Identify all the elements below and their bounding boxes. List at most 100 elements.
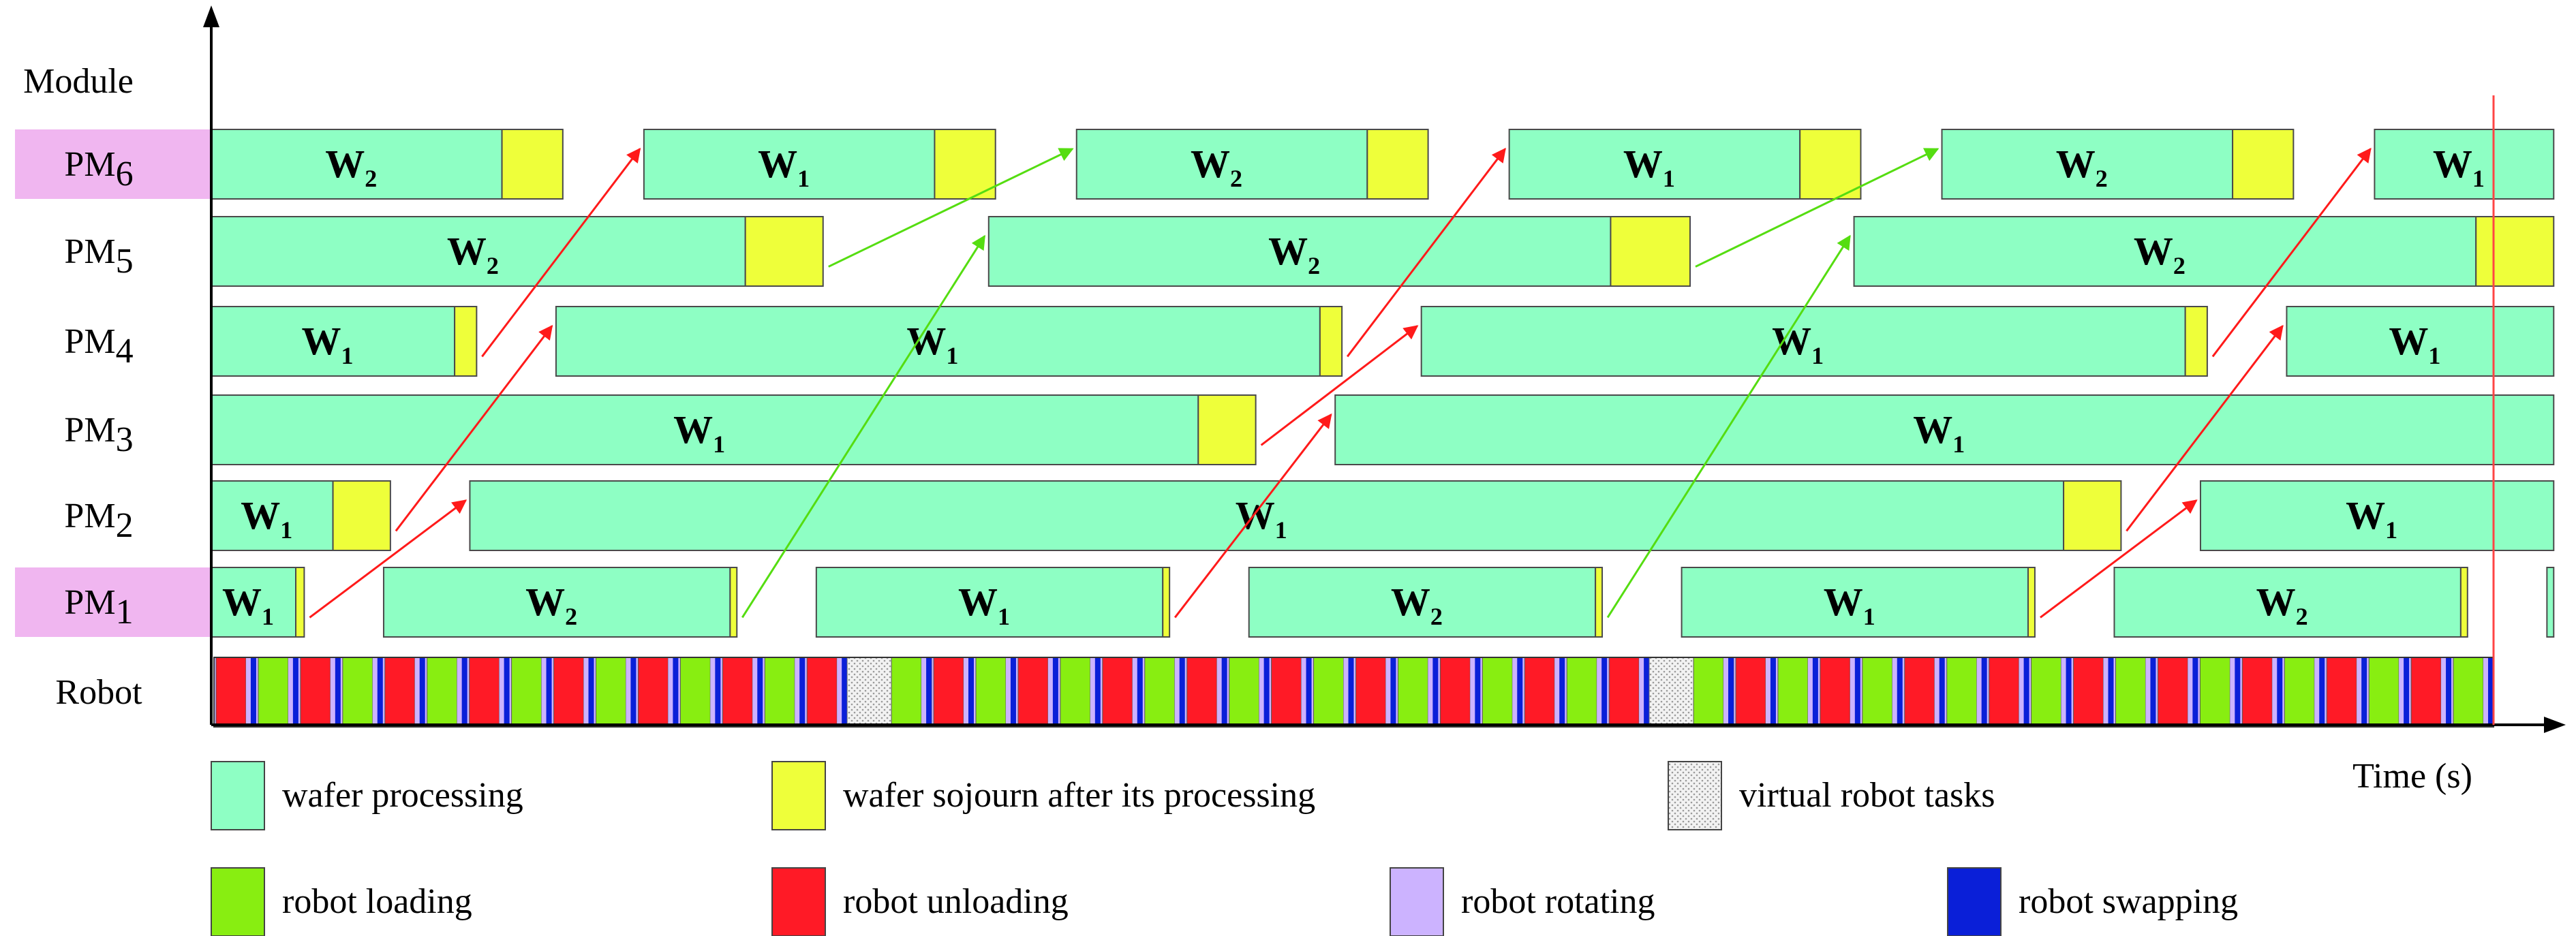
robot-unloading-task bbox=[1904, 657, 1935, 728]
robot-rotating-task bbox=[1259, 657, 1264, 727]
robot-unloading-task bbox=[722, 657, 753, 728]
sojourn-bar bbox=[729, 567, 738, 638]
robot-swapping-task bbox=[1939, 657, 1945, 727]
robot-loading-task bbox=[1777, 657, 1809, 728]
row-label-pm1: PM1 bbox=[64, 583, 133, 631]
wafer-label: W1 bbox=[222, 580, 274, 630]
robot-rotating-task bbox=[1132, 657, 1137, 727]
processing-bar bbox=[2199, 480, 2555, 551]
robot-rotating-task bbox=[1765, 657, 1770, 727]
robot-swapping-task bbox=[2235, 657, 2241, 727]
robot-swapping-task bbox=[1728, 657, 1734, 727]
sojourn-bar bbox=[2027, 567, 2036, 638]
robot-rotating-task bbox=[1301, 657, 1306, 727]
robot-unloading-task bbox=[1017, 657, 1049, 728]
robot-swapping-task bbox=[2446, 657, 2452, 727]
robot-swapping-task bbox=[1432, 657, 1439, 727]
robot-swapping-task bbox=[2361, 657, 2367, 727]
transfer-arrow-red bbox=[2126, 324, 2284, 532]
robot-rotating-task bbox=[1892, 657, 1897, 727]
transfer-arrow-red bbox=[1346, 147, 1506, 358]
wafer-label: W1 bbox=[2389, 319, 2440, 369]
sojourn-bar bbox=[744, 216, 824, 287]
processing-bar bbox=[1334, 394, 2555, 465]
processing-bar bbox=[2374, 129, 2555, 200]
wafer-label: W1 bbox=[2346, 493, 2397, 544]
robot-unloading-task bbox=[469, 657, 500, 728]
robot-unloading-task bbox=[2241, 657, 2273, 728]
processing-bar bbox=[815, 567, 1164, 638]
robot-swapping-task bbox=[926, 657, 932, 727]
row-label-pm3: PM3 bbox=[64, 411, 133, 459]
robot-swapping-task bbox=[377, 657, 383, 727]
sojourn-bar bbox=[1197, 394, 1257, 465]
wafer-label: W2 bbox=[2056, 142, 2108, 192]
robot-rotating-task bbox=[1005, 657, 1011, 727]
robot-swapping-task bbox=[757, 657, 763, 727]
robot-rotating-task bbox=[372, 657, 378, 727]
robot-swapping-task bbox=[1052, 657, 1058, 727]
sojourn-bar bbox=[1319, 306, 1343, 377]
robot-loading-task bbox=[679, 657, 711, 728]
robot-rotating-task bbox=[2145, 657, 2151, 727]
transfer-arrow-green bbox=[1695, 148, 1939, 268]
processing-bar bbox=[1853, 216, 2477, 287]
robot-swapping-task bbox=[842, 657, 848, 727]
wafer-label: W2 bbox=[325, 142, 377, 192]
robot-swapping-task bbox=[2150, 657, 2156, 727]
wafer-label: W2 bbox=[2134, 229, 2186, 279]
sojourn-bar bbox=[2232, 129, 2295, 200]
wafer-label: W1 bbox=[302, 319, 354, 369]
transfer-arrow-green bbox=[1606, 234, 1851, 619]
robot-swapping-task bbox=[799, 657, 806, 727]
robot-rotating-task bbox=[288, 657, 293, 727]
axes: Module Time (s) bbox=[23, 5, 2566, 796]
sojourn-bar bbox=[2459, 567, 2468, 638]
robot-unloading-task bbox=[2410, 657, 2442, 728]
robot-swapping-task bbox=[2023, 657, 2029, 727]
row-highlight-pm6 bbox=[15, 129, 211, 199]
robot-unloading-task bbox=[384, 657, 416, 728]
wafer-label: W2 bbox=[525, 580, 577, 630]
robot-unloading-task bbox=[1439, 657, 1471, 728]
legend-label-unloading: robot unloading bbox=[843, 882, 1069, 921]
robot-swapping-task bbox=[630, 657, 637, 727]
wafer-label: W2 bbox=[2256, 580, 2308, 630]
processing-bar bbox=[987, 216, 1612, 287]
robot-swapping-task bbox=[1306, 657, 1312, 727]
robot-swapping-task bbox=[2277, 657, 2283, 727]
row-label-robot: Robot bbox=[55, 673, 142, 712]
sojourn-bar bbox=[454, 306, 478, 377]
robot-rotating-task bbox=[795, 657, 800, 727]
robot-loading-task bbox=[2115, 657, 2146, 728]
robot-loading-task bbox=[2284, 657, 2315, 728]
robot-swapping-task bbox=[715, 657, 721, 727]
robot-rotating-task bbox=[964, 657, 968, 727]
robot-unloading-task bbox=[1355, 657, 1386, 728]
sojourn-bar bbox=[2063, 480, 2122, 551]
robot-swapping-task bbox=[504, 657, 510, 727]
wafer-label: W1 bbox=[2433, 142, 2485, 192]
wafer-label: W2 bbox=[447, 229, 499, 279]
robot-rotating-task bbox=[330, 657, 335, 727]
robot-unloading-task bbox=[2073, 657, 2104, 728]
robot-loading-task bbox=[764, 657, 795, 728]
robot-rotating-task bbox=[245, 657, 251, 727]
processing-bar bbox=[1075, 129, 1368, 200]
robot-swapping-task bbox=[1010, 657, 1016, 727]
robot-swapping-task bbox=[1854, 657, 1860, 727]
robot-loading-task bbox=[342, 657, 373, 728]
legend-swatch-unloading bbox=[771, 867, 826, 936]
robot-rotating-task bbox=[2272, 657, 2278, 727]
robot-rotating-task bbox=[837, 657, 842, 727]
robot-swapping-task bbox=[1770, 657, 1776, 727]
processing-bar bbox=[2286, 306, 2555, 377]
legend-label-rotating: robot rotating bbox=[1461, 882, 1655, 921]
robot-swapping-task bbox=[1601, 657, 1608, 727]
wafer-label: W1 bbox=[958, 580, 1010, 630]
robot-loading-task bbox=[258, 657, 289, 728]
robot-swapping-task bbox=[1812, 657, 1818, 727]
robot-swapping-task bbox=[588, 657, 594, 727]
wafer-label: W1 bbox=[758, 142, 810, 192]
